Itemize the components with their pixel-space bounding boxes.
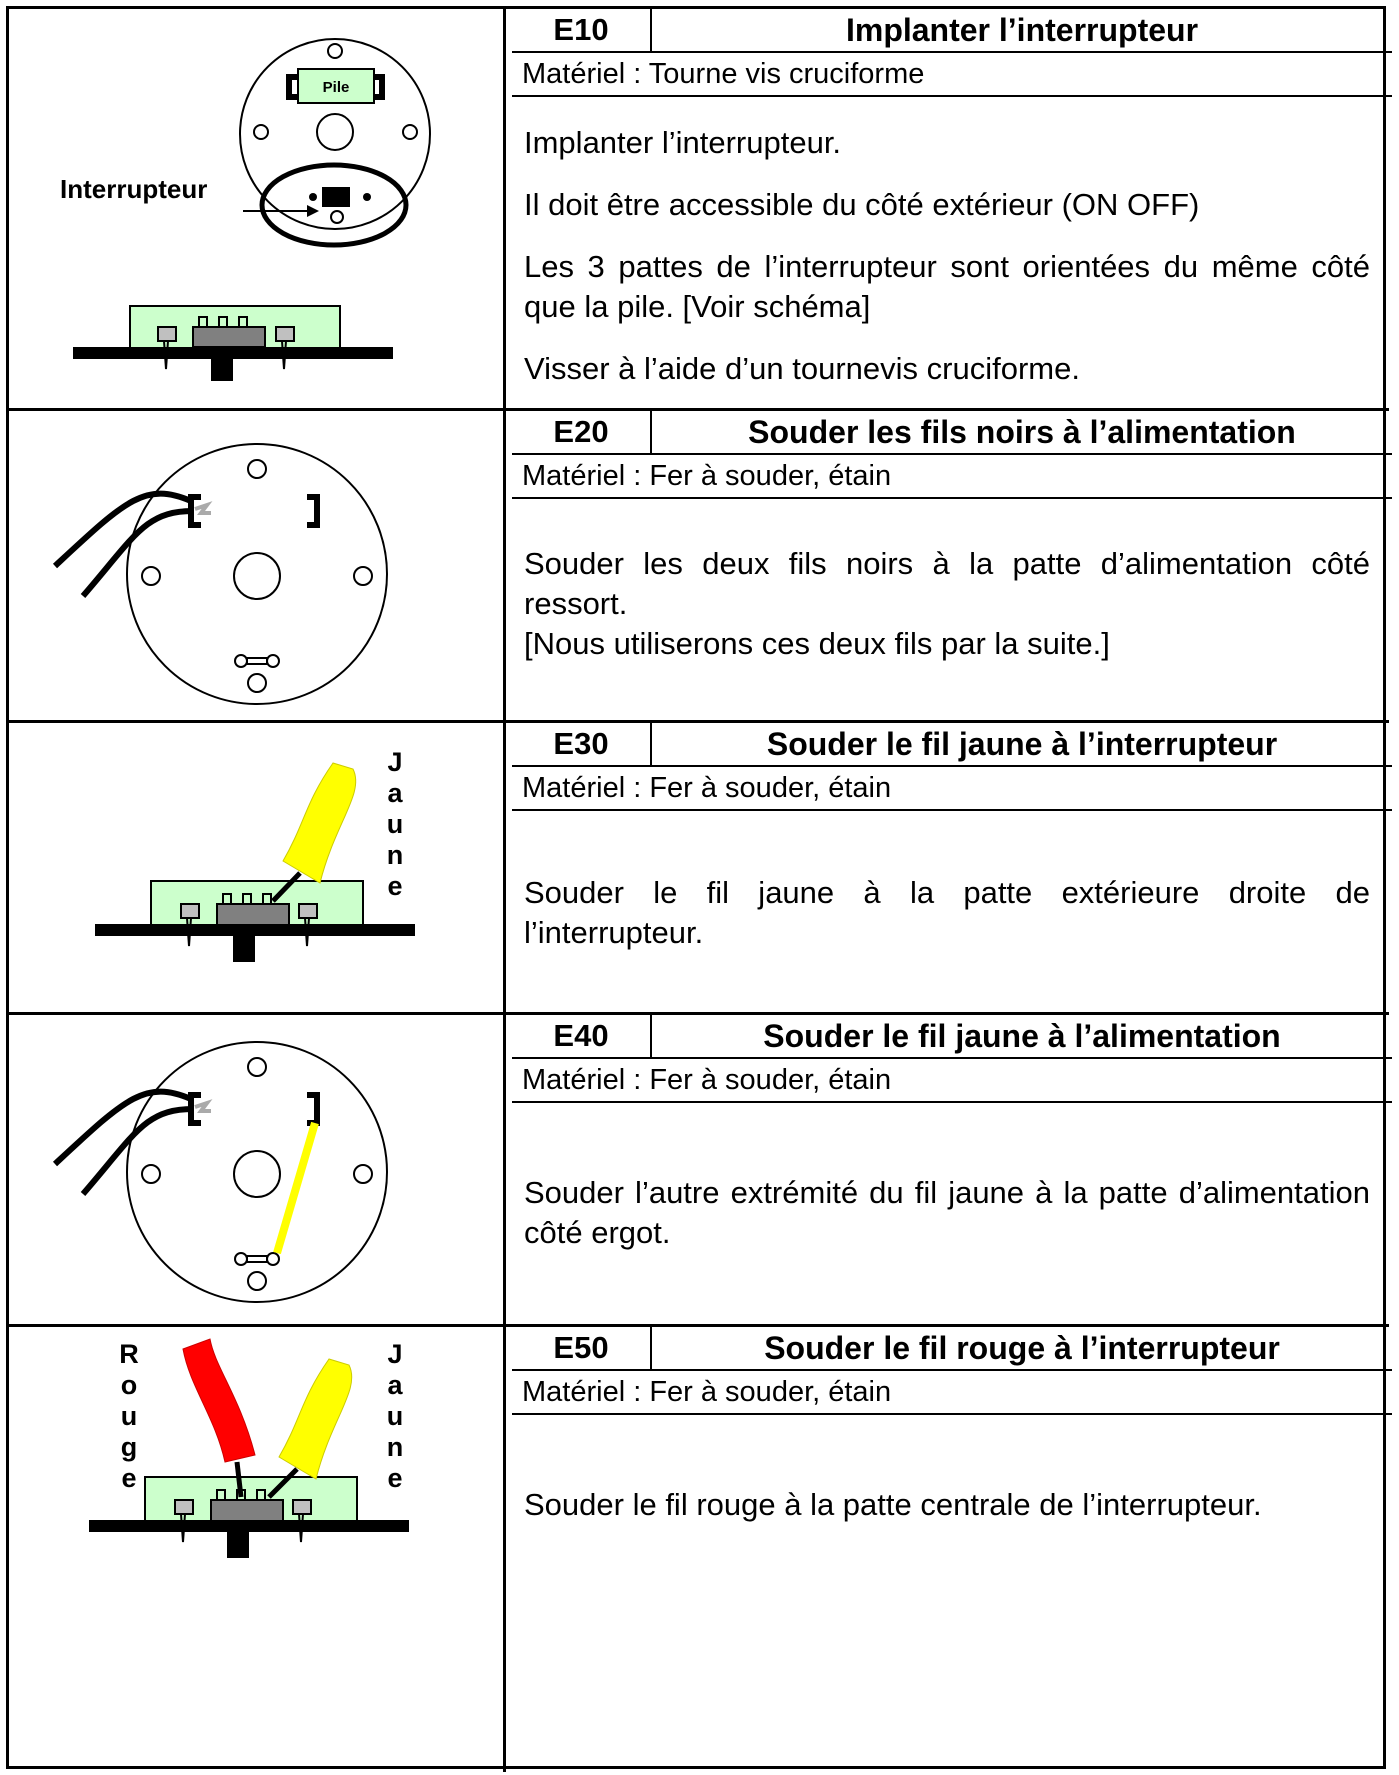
row-divider (9, 1012, 1389, 1015)
step-row-e10: Pile Interrupteur (9, 9, 1392, 464)
row-divider (9, 720, 1389, 723)
step-row-e20: E20 Souder les fils noirs à l’alimentati… (9, 411, 1392, 721)
illustration-e30: J a u n e (15, 723, 506, 1013)
materiel-line: Matériel : Fer à souder, étain (512, 455, 1392, 499)
illustration-e50: R o u g e J a u n e (15, 1327, 506, 1772)
illustration-e40 (15, 1015, 506, 1325)
step-header-e40: E40 Souder le fil jaune à l’alimentation (512, 1015, 1392, 1059)
step-title: Souder le fil jaune à l’interrupteur (766, 726, 1278, 762)
step-id: E50 (512, 1327, 652, 1369)
instruction-paragraph: Il doit être accessible du côté extérieu… (524, 187, 1200, 222)
step-title: Souder le fil rouge à l’interrupteur (764, 1330, 1280, 1366)
step-id: E40 (512, 1015, 652, 1057)
interrupteur-label: Interrupteur (60, 174, 207, 204)
step-header-e50: E50 Souder le fil rouge à l’interrupteur (512, 1327, 1392, 1371)
step-id: E30 (512, 723, 652, 765)
step-header-e10: E10 Implanter l’interrupteur (512, 9, 1392, 53)
step-title: Souder le fil jaune à l’alimentation (763, 1018, 1281, 1054)
step-instructions-e30: Souder le fil jaune à la patte extérieur… (512, 811, 1392, 953)
step-title: Implanter l’interrupteur (845, 12, 1199, 48)
step-row-e50: R o u g e J a u n e E50 Souder le fil ro… (9, 1327, 1392, 1772)
step-title: Souder les fils noirs à l’alimentation (748, 414, 1296, 450)
materiel-line: Matériel : Fer à souder, étain (512, 1371, 1392, 1415)
instruction-paragraph: Les 3 pattes de l’interrupteur sont orie… (524, 249, 1370, 324)
instruction-paragraph: [Nous utiliserons ces deux fils par la s… (524, 626, 1110, 661)
row-divider (9, 1324, 1389, 1327)
document-frame: Pile Interrupteur (6, 6, 1392, 1772)
vertical-label-jaune: J a u n e (386, 747, 404, 901)
instruction-paragraph: Souder l’autre extrémité du fil jaune à … (524, 1175, 1370, 1250)
step-instructions-e40: Souder l’autre extrémité du fil jaune à … (512, 1103, 1392, 1253)
instruction-paragraph: Souder le fil jaune à la patte extérieur… (524, 875, 1370, 950)
illustration-e10: Pile Interrupteur (15, 9, 506, 464)
instruction-paragraph: Souder les deux fils noirs à la patte d’… (524, 546, 1370, 621)
step-id: E20 (512, 411, 652, 453)
instruction-paragraph: Souder le fil rouge à la patte centrale … (524, 1487, 1262, 1522)
instruction-paragraph: Implanter l’interrupteur. (524, 125, 842, 160)
yellow-wire-switch-diagram (95, 762, 415, 962)
step-row-e30: J a u n e E30 Souder le fil jaune à l’in… (9, 723, 1392, 1013)
materiel-line: Matériel : Tourne vis cruciforme (512, 53, 1392, 97)
black-wires-diagram (52, 443, 388, 705)
step-instructions-e10: Implanter l’interrupteur. Il doit être a… (512, 97, 1392, 389)
red-wire-switch-diagram (89, 1338, 409, 1558)
pile-label: Pile (323, 79, 350, 96)
step-header-e20: E20 Souder les fils noirs à l’alimentati… (512, 411, 1392, 455)
materiel-line: Matériel : Fer à souder, étain (512, 1059, 1392, 1103)
vertical-label-jaune: J a u n e (386, 1339, 404, 1493)
yellow-wire-power-diagram (52, 1041, 388, 1303)
step-row-e40: E40 Souder le fil jaune à l’alimentation… (9, 1015, 1392, 1325)
step-instructions-e20: Souder les deux fils noirs à la patte d’… (512, 499, 1392, 664)
switch-placement-diagram: Pile Interrupteur (60, 38, 431, 381)
vertical-label-rouge: R o u g e (119, 1339, 139, 1493)
step-id: E10 (512, 9, 652, 51)
instruction-paragraph: Visser à l’aide d’un tournevis cruciform… (524, 351, 1080, 386)
illustration-e20 (15, 411, 506, 721)
materiel-line: Matériel : Fer à souder, étain (512, 767, 1392, 811)
row-divider (9, 408, 1389, 411)
step-instructions-e50: Souder le fil rouge à la patte centrale … (512, 1415, 1392, 1525)
step-header-e30: E30 Souder le fil jaune à l’interrupteur (512, 723, 1392, 767)
